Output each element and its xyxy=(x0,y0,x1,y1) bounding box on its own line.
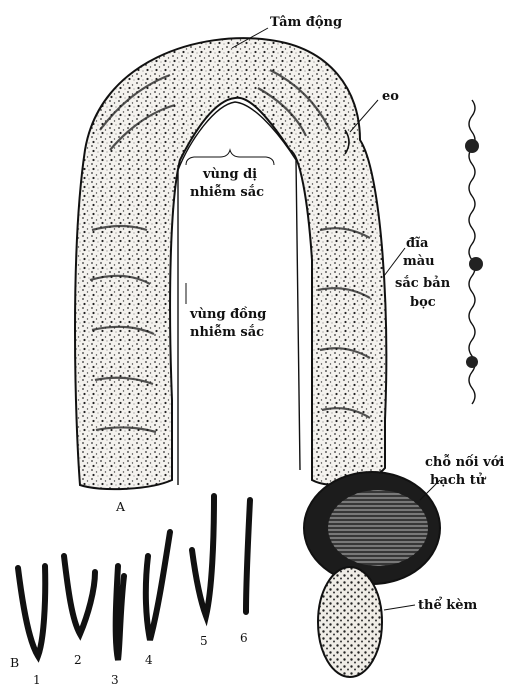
label-nucleolus-1: chỗ nối với xyxy=(425,454,504,470)
nucleolus-organizer xyxy=(304,472,440,584)
panel-b: B 1 2 3 4 5 6 xyxy=(10,496,250,687)
chromosome-number: 6 xyxy=(240,631,248,645)
chromosome-number: 4 xyxy=(145,653,153,667)
label-disc-4: bọc xyxy=(410,295,436,310)
chromosome-number: 1 xyxy=(33,673,41,687)
label-heterochromatin-2: nhiễm sắc xyxy=(190,184,264,200)
label-heterochromatin-1: vùng dị xyxy=(202,167,257,182)
label-constriction: eo xyxy=(382,89,399,104)
label-euchromatin-1: vùng đồng xyxy=(189,306,266,322)
panel-a-letter: A xyxy=(115,499,126,514)
label-disc-2: màu xyxy=(403,254,435,269)
chromosome-b-2: 2 xyxy=(64,556,95,667)
label-euchromatin-2: nhiễm sắc xyxy=(190,324,264,340)
panel-b-letter: B xyxy=(10,655,19,670)
chromosome-number: 3 xyxy=(111,673,119,687)
chromosome-b-5: 5 xyxy=(192,496,214,648)
chromomere-disc xyxy=(469,257,483,271)
chromosome-number: 5 xyxy=(200,634,208,648)
label-disc-1: đĩa xyxy=(406,236,429,251)
chromosome-b-1: 1 xyxy=(18,566,45,687)
label-disc-3: sắc bản xyxy=(395,275,451,291)
chromosome-b-4: 4 xyxy=(145,532,170,667)
chromomere-disc xyxy=(465,139,479,153)
inner-arch-outline xyxy=(178,102,300,485)
satellite-body xyxy=(318,567,382,677)
chromonema-strand xyxy=(465,100,483,404)
label-nucleolus-2: hạch tử xyxy=(430,472,487,488)
label-satellite: thể kèm xyxy=(418,597,478,613)
chromosome-a xyxy=(75,38,386,489)
chromosome-number: 2 xyxy=(74,653,82,667)
chromosome-b-3: 3 xyxy=(111,566,124,687)
chromosome-b-6: 6 xyxy=(240,500,250,645)
chromomere-disc xyxy=(466,356,478,368)
label-centromere: Tâm động xyxy=(270,15,342,30)
